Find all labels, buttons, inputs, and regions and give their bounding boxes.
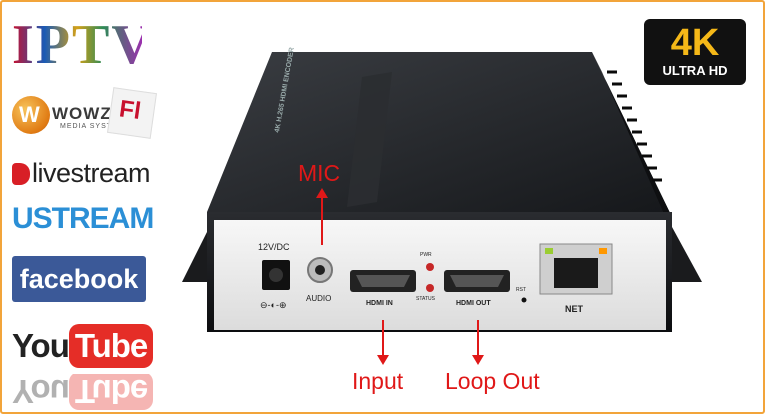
- facebook-logo: facebook: [12, 256, 146, 302]
- youtube-reflection-you: You: [12, 374, 69, 410]
- status-led-label: STATUS: [416, 296, 435, 302]
- rst-label: RST: [516, 287, 526, 293]
- wowza-logo: W WOWZA MEDIA SYSTEMS Fl: [12, 87, 157, 142]
- loop-out-annotation: Loop Out: [445, 368, 540, 394]
- pwr-led: [426, 263, 434, 271]
- youtube-tube-text: Tube: [68, 324, 154, 368]
- pwr-led-label: PWR: [420, 252, 432, 258]
- input-arrow: [377, 320, 389, 365]
- ustream-logo: USTREAM: [12, 202, 154, 235]
- device-top: [207, 52, 672, 217]
- flash-logo: Fl: [107, 87, 157, 139]
- livestream-logo: livestream: [12, 158, 151, 192]
- audio-label: AUDIO: [306, 294, 332, 303]
- wowza-name: WOWZA: [52, 104, 125, 123]
- polarity-label: ⊖-◐-⊕: [260, 300, 287, 310]
- 4k-badge-sub: ULTRA HD: [662, 63, 728, 78]
- encoder-device: 4K H.265 HDMI ENCODER 12V/DC ⊖-◐-⊕ AUDIO…: [162, 42, 722, 362]
- mic-annotation: MIC: [298, 160, 341, 186]
- input-annotation: Input: [352, 368, 404, 394]
- wowza-ball-letter: W: [19, 102, 40, 127]
- flash-logo-text: Fl: [117, 95, 143, 126]
- net-label: NET: [565, 304, 583, 314]
- youtube-reflection-tube: Tube: [68, 374, 154, 410]
- youtube-you-text: You: [12, 327, 70, 364]
- right-mounting-ear: [672, 227, 702, 282]
- livestream-text: livestream: [32, 158, 151, 188]
- status-led: [426, 284, 434, 292]
- encoder-device-drawing: [182, 52, 702, 332]
- 4k-badge-main: 4K: [670, 22, 720, 64]
- hdmi-in-label: HDMI IN: [366, 300, 393, 307]
- iptv-logo: IPTV: [12, 14, 154, 76]
- left-mounting-ear: [182, 222, 212, 282]
- wowza-ball-icon: W: [12, 96, 50, 134]
- loop-out-arrow: [472, 320, 484, 365]
- power-label: 12V/DC: [258, 242, 290, 252]
- reset-button: [521, 297, 527, 303]
- 4k-ultra-hd-badge: 4K ULTRA HD: [644, 19, 746, 85]
- mic-arrow: [316, 188, 328, 245]
- hdmi-out-label: HDMI OUT: [456, 300, 491, 307]
- wowza-subtitle: MEDIA SYSTEMS: [60, 123, 131, 130]
- livestream-mark-icon: [12, 162, 30, 185]
